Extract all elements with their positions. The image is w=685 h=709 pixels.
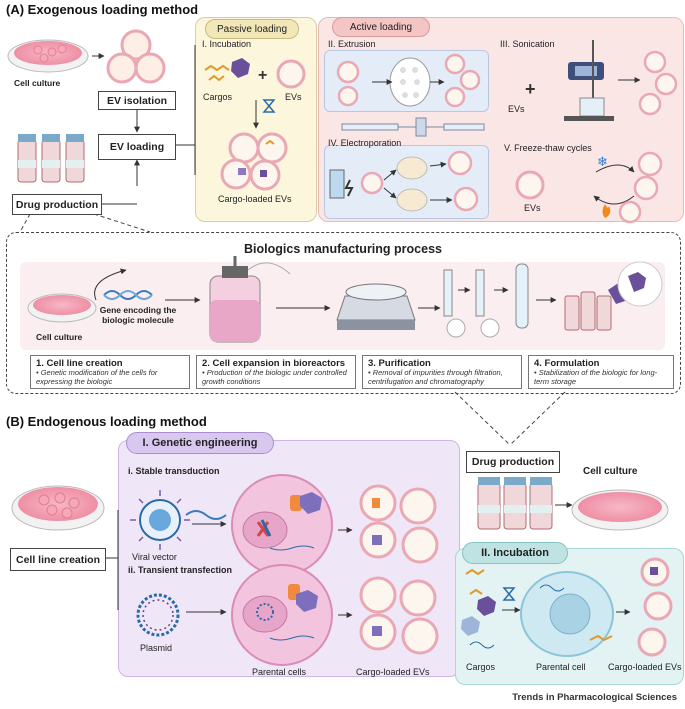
incubation-evs-icon	[637, 557, 673, 657]
dna-icon	[94, 268, 153, 301]
incubation-parental-cell-icon	[520, 571, 614, 657]
incubation-parental-cell-label: Parental cell	[536, 662, 586, 672]
drug-production-box: Drug production	[12, 194, 102, 215]
section-a-title: (A) Exogenous loading method	[6, 2, 199, 17]
cell-culture-label: Cell culture	[14, 78, 61, 88]
ev-loading-box: EV loading	[98, 134, 176, 160]
cargo-molecules-icon	[204, 58, 250, 82]
step-title: 1. Cell line creation	[36, 358, 123, 369]
step-cell-line-creation: 1. Cell line creation • Genetic modifica…	[30, 355, 190, 389]
incubation-header: II. Incubation	[462, 542, 568, 564]
parental-cell-top-icon	[231, 474, 333, 576]
parental-cell-bottom-icon	[231, 564, 333, 666]
active-loading-header: Active loading	[332, 17, 430, 37]
centrifuge-icon	[336, 283, 416, 330]
incubation-cargo-loaded-label: Cargo-loaded EVs	[608, 662, 682, 672]
sonication-label: III. Sonication	[500, 39, 555, 49]
step-desc: • Genetic modification of the cells for …	[36, 368, 158, 386]
step-formulation: 4. Formulation • Stabilization of the bi…	[528, 355, 674, 389]
cargos-label: Cargos	[203, 92, 233, 102]
cargo-loaded-evs-label: Cargo-loaded EVs	[218, 194, 292, 204]
cargo-loaded-evs-top-icon	[359, 484, 439, 564]
extrusion-membrane-icon	[336, 53, 481, 108]
incubation-label: I. Incubation	[202, 39, 252, 49]
freeze-evs-label: EVs	[524, 203, 541, 213]
drug-vials-icon	[17, 134, 85, 183]
b-cell-culture-label: Cell culture	[583, 466, 638, 477]
b-dna-icon	[185, 510, 227, 520]
freeze-thaw-icon: ❄	[515, 151, 663, 224]
cell-line-creation-box: Cell line creation	[10, 548, 106, 571]
step-title: 3. Purification	[368, 358, 431, 369]
gene-label: Gene encoding the biologic molecule	[99, 305, 177, 325]
biologics-cell-culture-label: Cell culture	[36, 332, 83, 342]
sonicator-icon: +	[525, 40, 678, 121]
genetic-engineering-header: I. Genetic engineering	[126, 432, 274, 454]
section-b-title: (B) Endogenous loading method	[6, 414, 207, 429]
cargo-loaded-evs-bottom-icon	[359, 576, 439, 655]
electroporation-label: IV. Electroporation	[328, 138, 402, 148]
hourglass-icon	[262, 99, 276, 113]
plasmid-icon	[136, 593, 180, 637]
step-title: 4. Formulation	[534, 358, 600, 369]
plasmid-label: Plasmid	[140, 643, 173, 653]
viral-vector-icon	[130, 490, 190, 550]
formulation-vials-icon	[564, 261, 663, 331]
ev-isolation-box: EV isolation	[98, 91, 176, 110]
extrusion-label: II. Extrusion	[328, 39, 376, 49]
parental-cells-label: Parental cells	[252, 667, 307, 677]
cargo-loaded-evs-b-label: Cargo-loaded EVs	[356, 667, 430, 677]
b-right-petri-dish-icon	[571, 489, 669, 531]
syringes-icon	[341, 117, 485, 137]
petri-dish-icon	[7, 39, 89, 73]
b-drug-production-box: Drug production	[466, 451, 560, 473]
step-desc: • Production of the biologic under contr…	[202, 368, 347, 386]
cargo-loaded-evs-icon	[220, 132, 288, 191]
incubation-cargos-icon	[461, 568, 496, 649]
stable-transduction-label: i. Stable transduction	[128, 466, 220, 476]
evs-label: EVs	[285, 92, 302, 102]
filtration-columns-icon	[443, 263, 529, 338]
ev-icon	[276, 59, 306, 89]
freeze-thaw-label: V. Freeze-thaw cycles	[504, 143, 592, 153]
incubation-hourglass-icon	[502, 587, 516, 601]
flame-icon	[602, 204, 611, 218]
passive-loading-header: Passive loading	[205, 19, 299, 39]
step-desc: • Stabilization of the biologic for long…	[534, 368, 658, 386]
ev-cluster-icon	[106, 29, 166, 84]
svg-text:+: +	[525, 79, 536, 99]
viral-vector-label: Viral vector	[132, 552, 177, 562]
electroporation-icon	[329, 150, 479, 212]
step-title: 2. Cell expansion in bioreactors	[202, 358, 346, 369]
transient-transfection-label: ii. Transient transfection	[128, 565, 233, 575]
step-purification: 3. Purification • Removal of impurities …	[362, 355, 522, 389]
biologics-petri-dish-icon	[27, 293, 97, 323]
biologics-title: Biologics manufacturing process	[200, 242, 486, 256]
step-cell-expansion: 2. Cell expansion in bioreactors • Produ…	[196, 355, 356, 389]
incubation-cargos-label: Cargos	[466, 662, 496, 672]
snowflake-icon: ❄	[597, 155, 608, 170]
step-desc: • Removal of impurities through filtrati…	[368, 368, 503, 386]
sonication-evs-label: EVs	[508, 104, 525, 114]
b-drug-vials-icon	[477, 477, 553, 530]
bioreactor-icon	[209, 254, 291, 343]
b-petri-dish-icon	[11, 485, 105, 531]
svg-text:+: +	[258, 67, 267, 84]
footer-journal: Trends in Pharmacological Sciences	[512, 692, 677, 703]
